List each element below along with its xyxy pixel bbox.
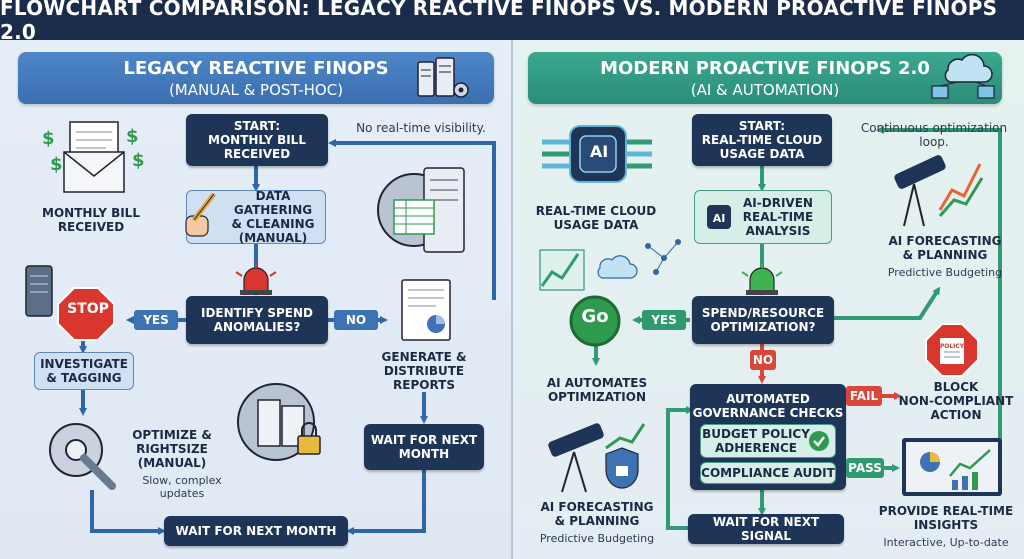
svg-text:$: $ [132, 150, 145, 171]
forecast-top-sub: Predictive Budgeting [887, 266, 1003, 279]
legacy-banner-subtitle: (MANUAL & POST-HOC) [168, 80, 344, 99]
modern-banner-subtitle: (AI & AUTOMATION) [690, 80, 840, 99]
usage-data-label: REAL-TIME CLOUD USAGE DATA [535, 204, 657, 232]
go-text: Go [581, 306, 609, 327]
report-document-icon [401, 279, 451, 341]
wait-next-month-right-node: WAIT FOR NEXT MONTH [364, 424, 484, 470]
server-gear-icon [417, 57, 469, 98]
legacy-banner-title: LEGACY REACTIVE FINOPS [123, 57, 389, 79]
modern-yes-tag: YES [642, 310, 686, 330]
legacy-no-tag: NO [334, 310, 378, 330]
wrench-gear-icon [49, 423, 116, 490]
policy-text: POLICY [939, 343, 965, 350]
svg-text:AI: AI [713, 212, 726, 225]
telescope-shield-icon [548, 423, 646, 493]
forecast-bottom-sub: Predictive Budgeting [539, 532, 655, 545]
svg-text:$: $ [126, 126, 139, 147]
forecast-bottom-label: AI FORECASTING & PLANNING [540, 500, 654, 528]
insights-label: PROVIDE REAL-TIME INSIGHTS [878, 504, 1014, 532]
svg-text:$: $ [50, 154, 63, 175]
modern-note: Continuous optimization loop. [860, 121, 1008, 149]
wait-next-month-bottom-node: WAIT FOR NEXT MONTH [164, 516, 348, 546]
optimize-rightsize-label: OPTIMIZE & RIGHTSIZE (MANUAL) [132, 428, 212, 470]
server-spreadsheet-icon [377, 167, 465, 253]
ai-chip-text: AI [589, 142, 609, 161]
investigate-tagging-node: INVESTIGATE & TAGGING [34, 352, 134, 390]
page-title: FLOWCHART COMPARISON: LEGACY REACTIVE FI… [0, 0, 1024, 44]
alarm-siren-icon [235, 264, 277, 295]
wait-next-signal-node: WAIT FOR NEXT SIGNAL [688, 514, 844, 544]
gear-server-lock-icon [237, 383, 321, 461]
pass-tag: PASS [846, 458, 884, 478]
server-stop-icon [25, 265, 115, 341]
ai-chip-data-icon [542, 125, 652, 183]
governance-title: AUTOMATED GOVERNANCE CHECKS [692, 392, 844, 420]
ai-analysis-node: AI-DRIVEN REAL-TIME ANALYSIS [694, 190, 832, 244]
modern-banner-title: MODERN PROACTIVE FINOPS 2.0 [600, 57, 930, 79]
ai-automates-label: AI AUTOMATES OPTIMIZATION [546, 376, 648, 404]
forecast-top-label: AI FORECASTING & PLANNING [888, 234, 1002, 262]
block-action-label: BLOCK NON-COMPLIANT ACTION [898, 380, 1014, 422]
optimize-sub-label: Slow, complex updates [142, 474, 222, 500]
cloud-network-icon [931, 53, 995, 99]
generate-reports-label: GENERATE & DISTRIBUTE REPORTS [381, 350, 467, 392]
modern-start-node: START: REAL-TIME CLOUD USAGE DATA [692, 114, 832, 166]
spend-optimization-decision: SPEND/RESOURCE OPTIMIZATION? [692, 296, 834, 344]
pencil-hand-icon [185, 192, 216, 237]
legacy-start-node: START: MONTHLY BILL RECEIVED [186, 114, 328, 166]
legacy-yes-tag: YES [134, 310, 178, 330]
telescope-chart-icon [894, 155, 984, 227]
check-circle-icon [809, 431, 829, 451]
dashboard-monitor-icon [902, 438, 1002, 496]
bill-envelope-icon: $ $ $ $ [42, 121, 145, 193]
budget-policy-node: BUDGET POLICY ADHERENCE [700, 424, 836, 458]
policy-stop-icon [925, 323, 979, 377]
fail-tag: FAIL [846, 386, 882, 406]
modern-no-tag: NO [750, 350, 776, 370]
identify-anomalies-decision: IDENTIFY SPEND ANOMALIES? [186, 296, 328, 344]
legacy-banner: LEGACY REACTIVE FINOPS (MANUAL & POST-HO… [18, 52, 494, 104]
green-beacon-icon [741, 264, 783, 295]
stop-sign-text: STOP [67, 301, 109, 317]
compliance-audit-node: COMPLIANCE AUDIT [700, 462, 836, 484]
insights-sub: Interactive, Up-to-date [883, 536, 1009, 549]
charts-cloud-icon [539, 239, 681, 291]
legacy-note: No real-time visibility. [356, 121, 486, 135]
svg-text:$: $ [42, 128, 55, 149]
panel-divider [511, 40, 513, 559]
go-signal-icon [569, 295, 621, 347]
modern-banner: MODERN PROACTIVE FINOPS 2.0 (AI & AUTOMA… [528, 52, 1002, 104]
bill-received-label: MONTHLY BILL RECEIVED [42, 206, 140, 234]
ai-chip-small-icon: AI [707, 205, 731, 229]
